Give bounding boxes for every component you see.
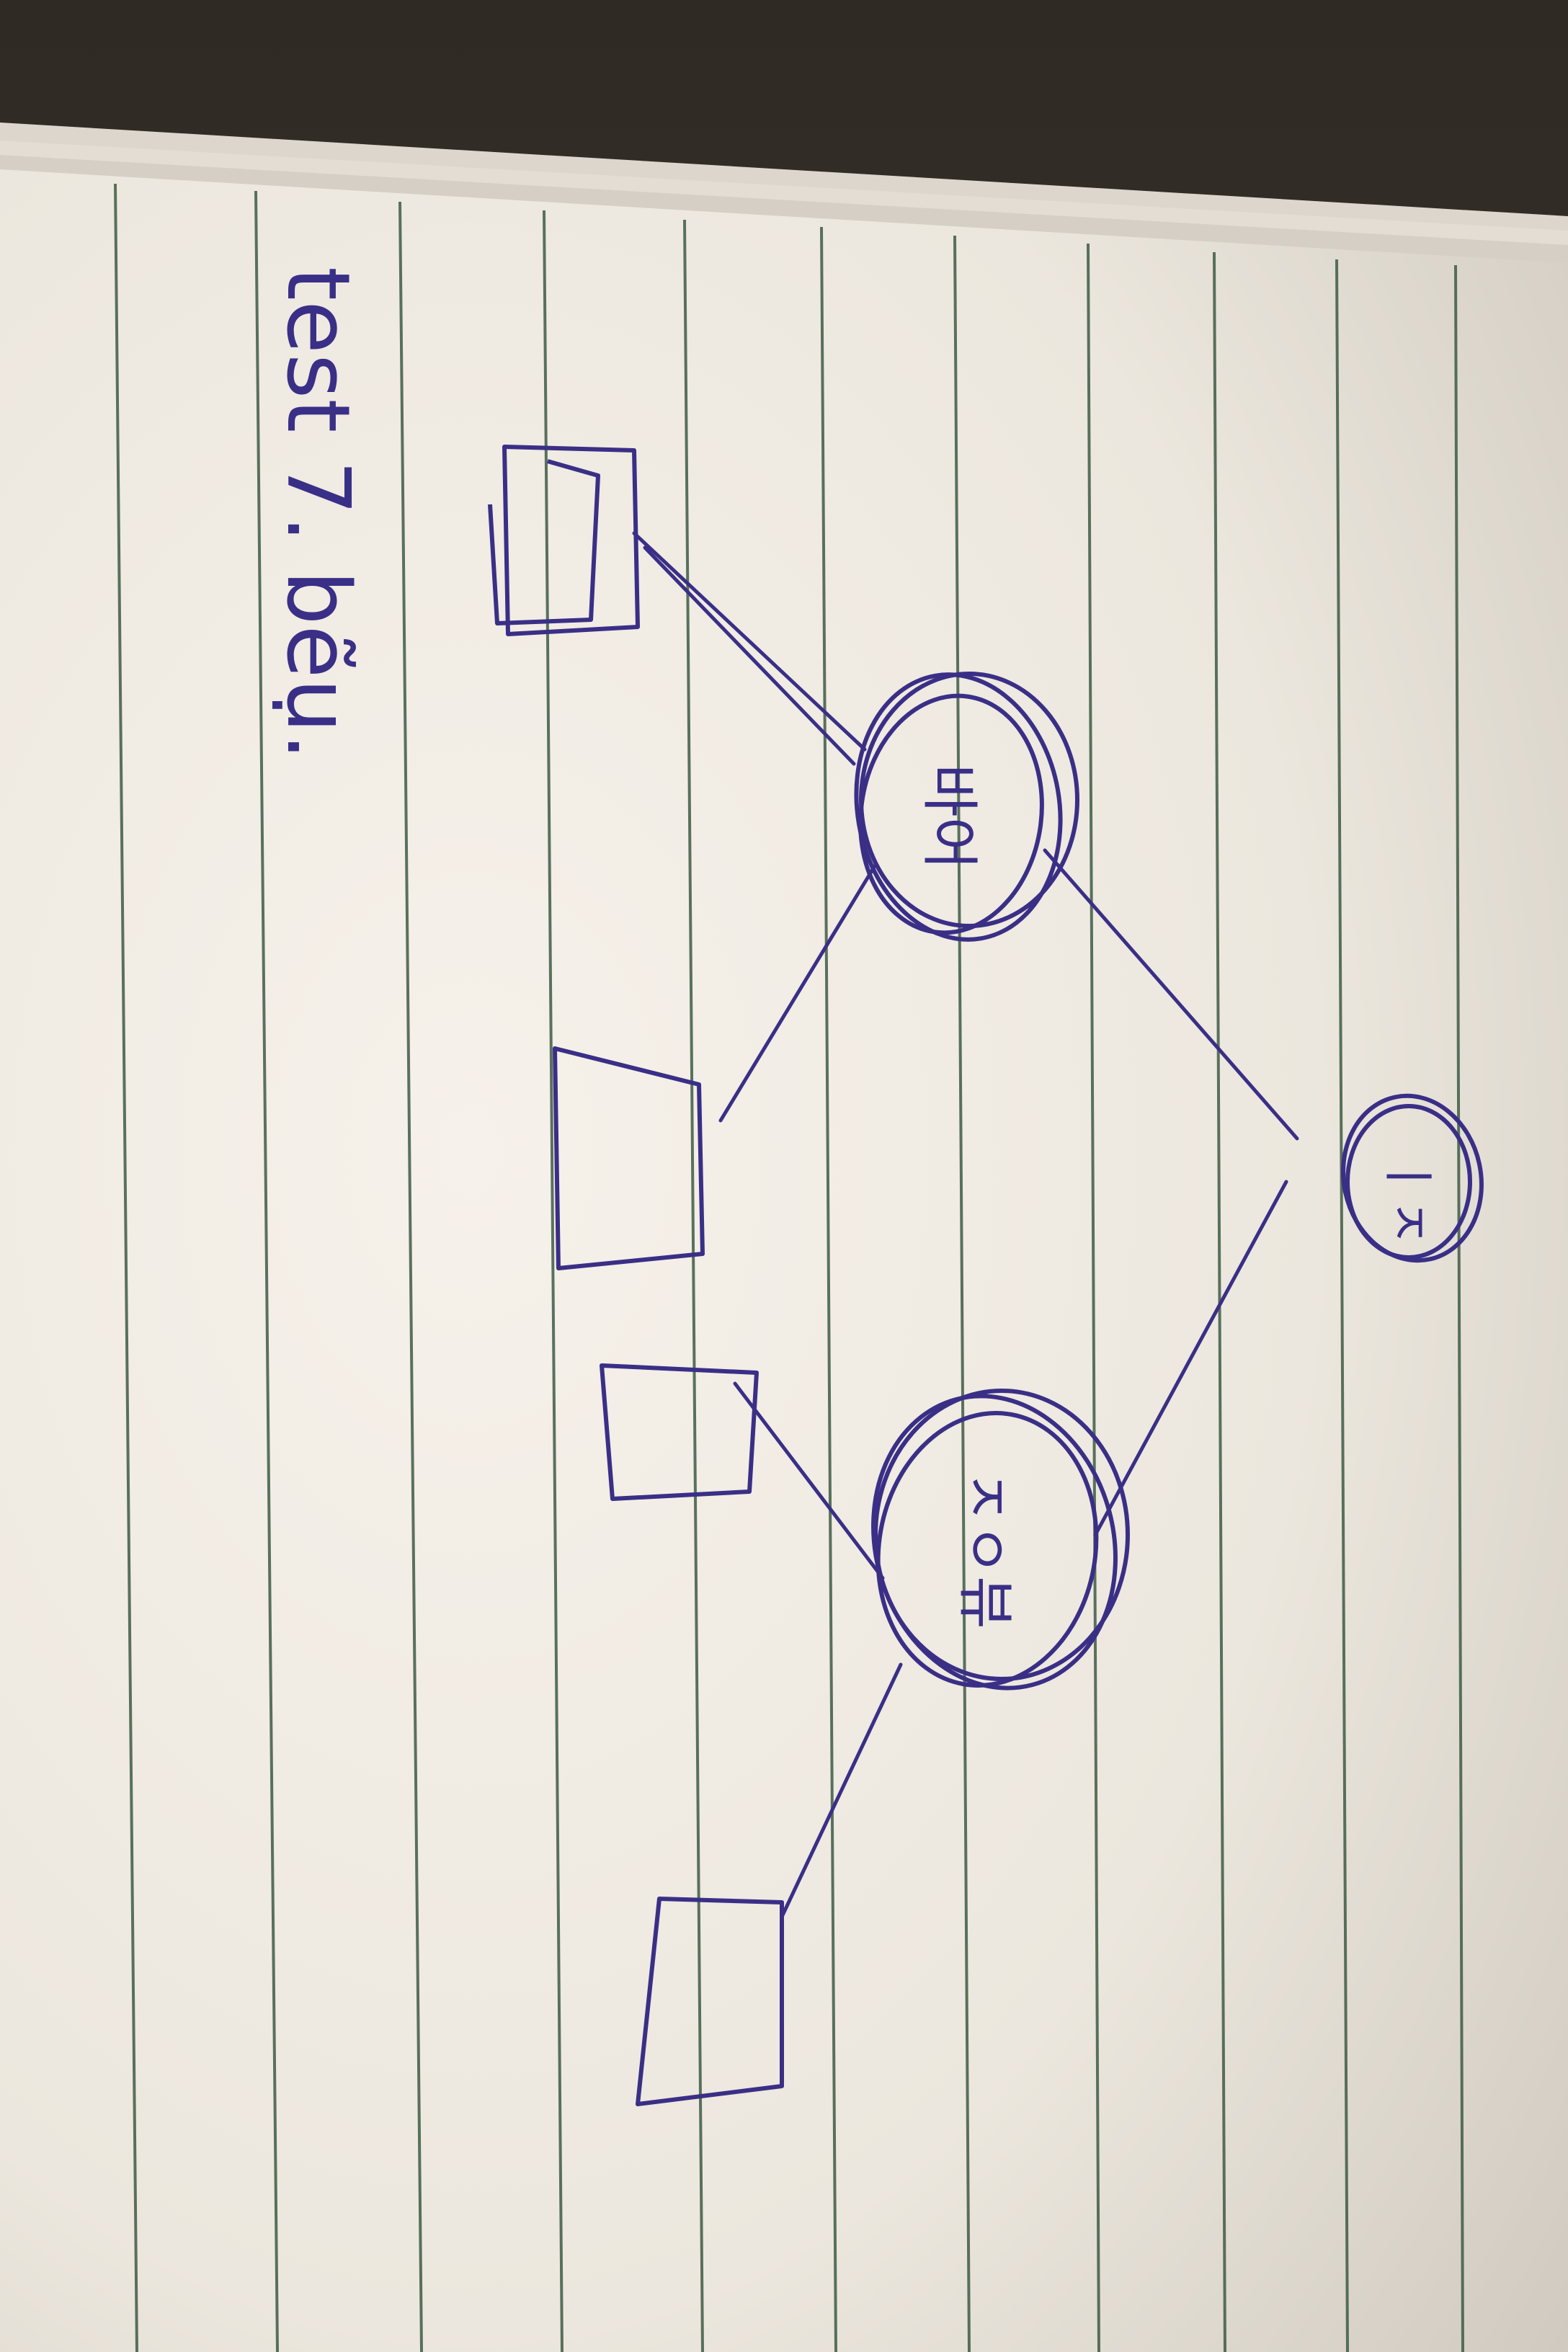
right-node-label: ㅈㅇ뷰 (952, 1470, 1019, 1629)
page-edges (0, 122, 1568, 267)
box-3 (600, 1363, 759, 1501)
right-node (871, 1389, 1130, 1690)
paper-sheet (0, 169, 1568, 2352)
box-4 (636, 1897, 784, 2106)
left-node (854, 672, 1079, 942)
edge-box3-right-node (733, 1381, 885, 1580)
box-1 (488, 445, 640, 636)
edge-box1-left-node (632, 531, 867, 752)
edge-root-right-node (1093, 1180, 1288, 1537)
edge-right-node-box4 (780, 1662, 903, 1919)
edge-left-node-box2 (718, 863, 878, 1123)
box-2 (553, 1046, 705, 1270)
root-node-label: ㅣㅈ (1378, 1153, 1438, 1246)
edge-box1-left-node-2 (643, 545, 856, 766)
tree-nodes (854, 672, 1484, 1690)
tree-edges (632, 531, 1299, 1919)
left-node-label: 바어 (916, 764, 983, 870)
tree-boxes (488, 445, 784, 2106)
ruled-lines (114, 183, 1464, 2352)
edge-left-node-root (1043, 848, 1299, 1141)
header-text: test 7. bẽụ. (267, 267, 368, 760)
root-node (1341, 1093, 1484, 1263)
